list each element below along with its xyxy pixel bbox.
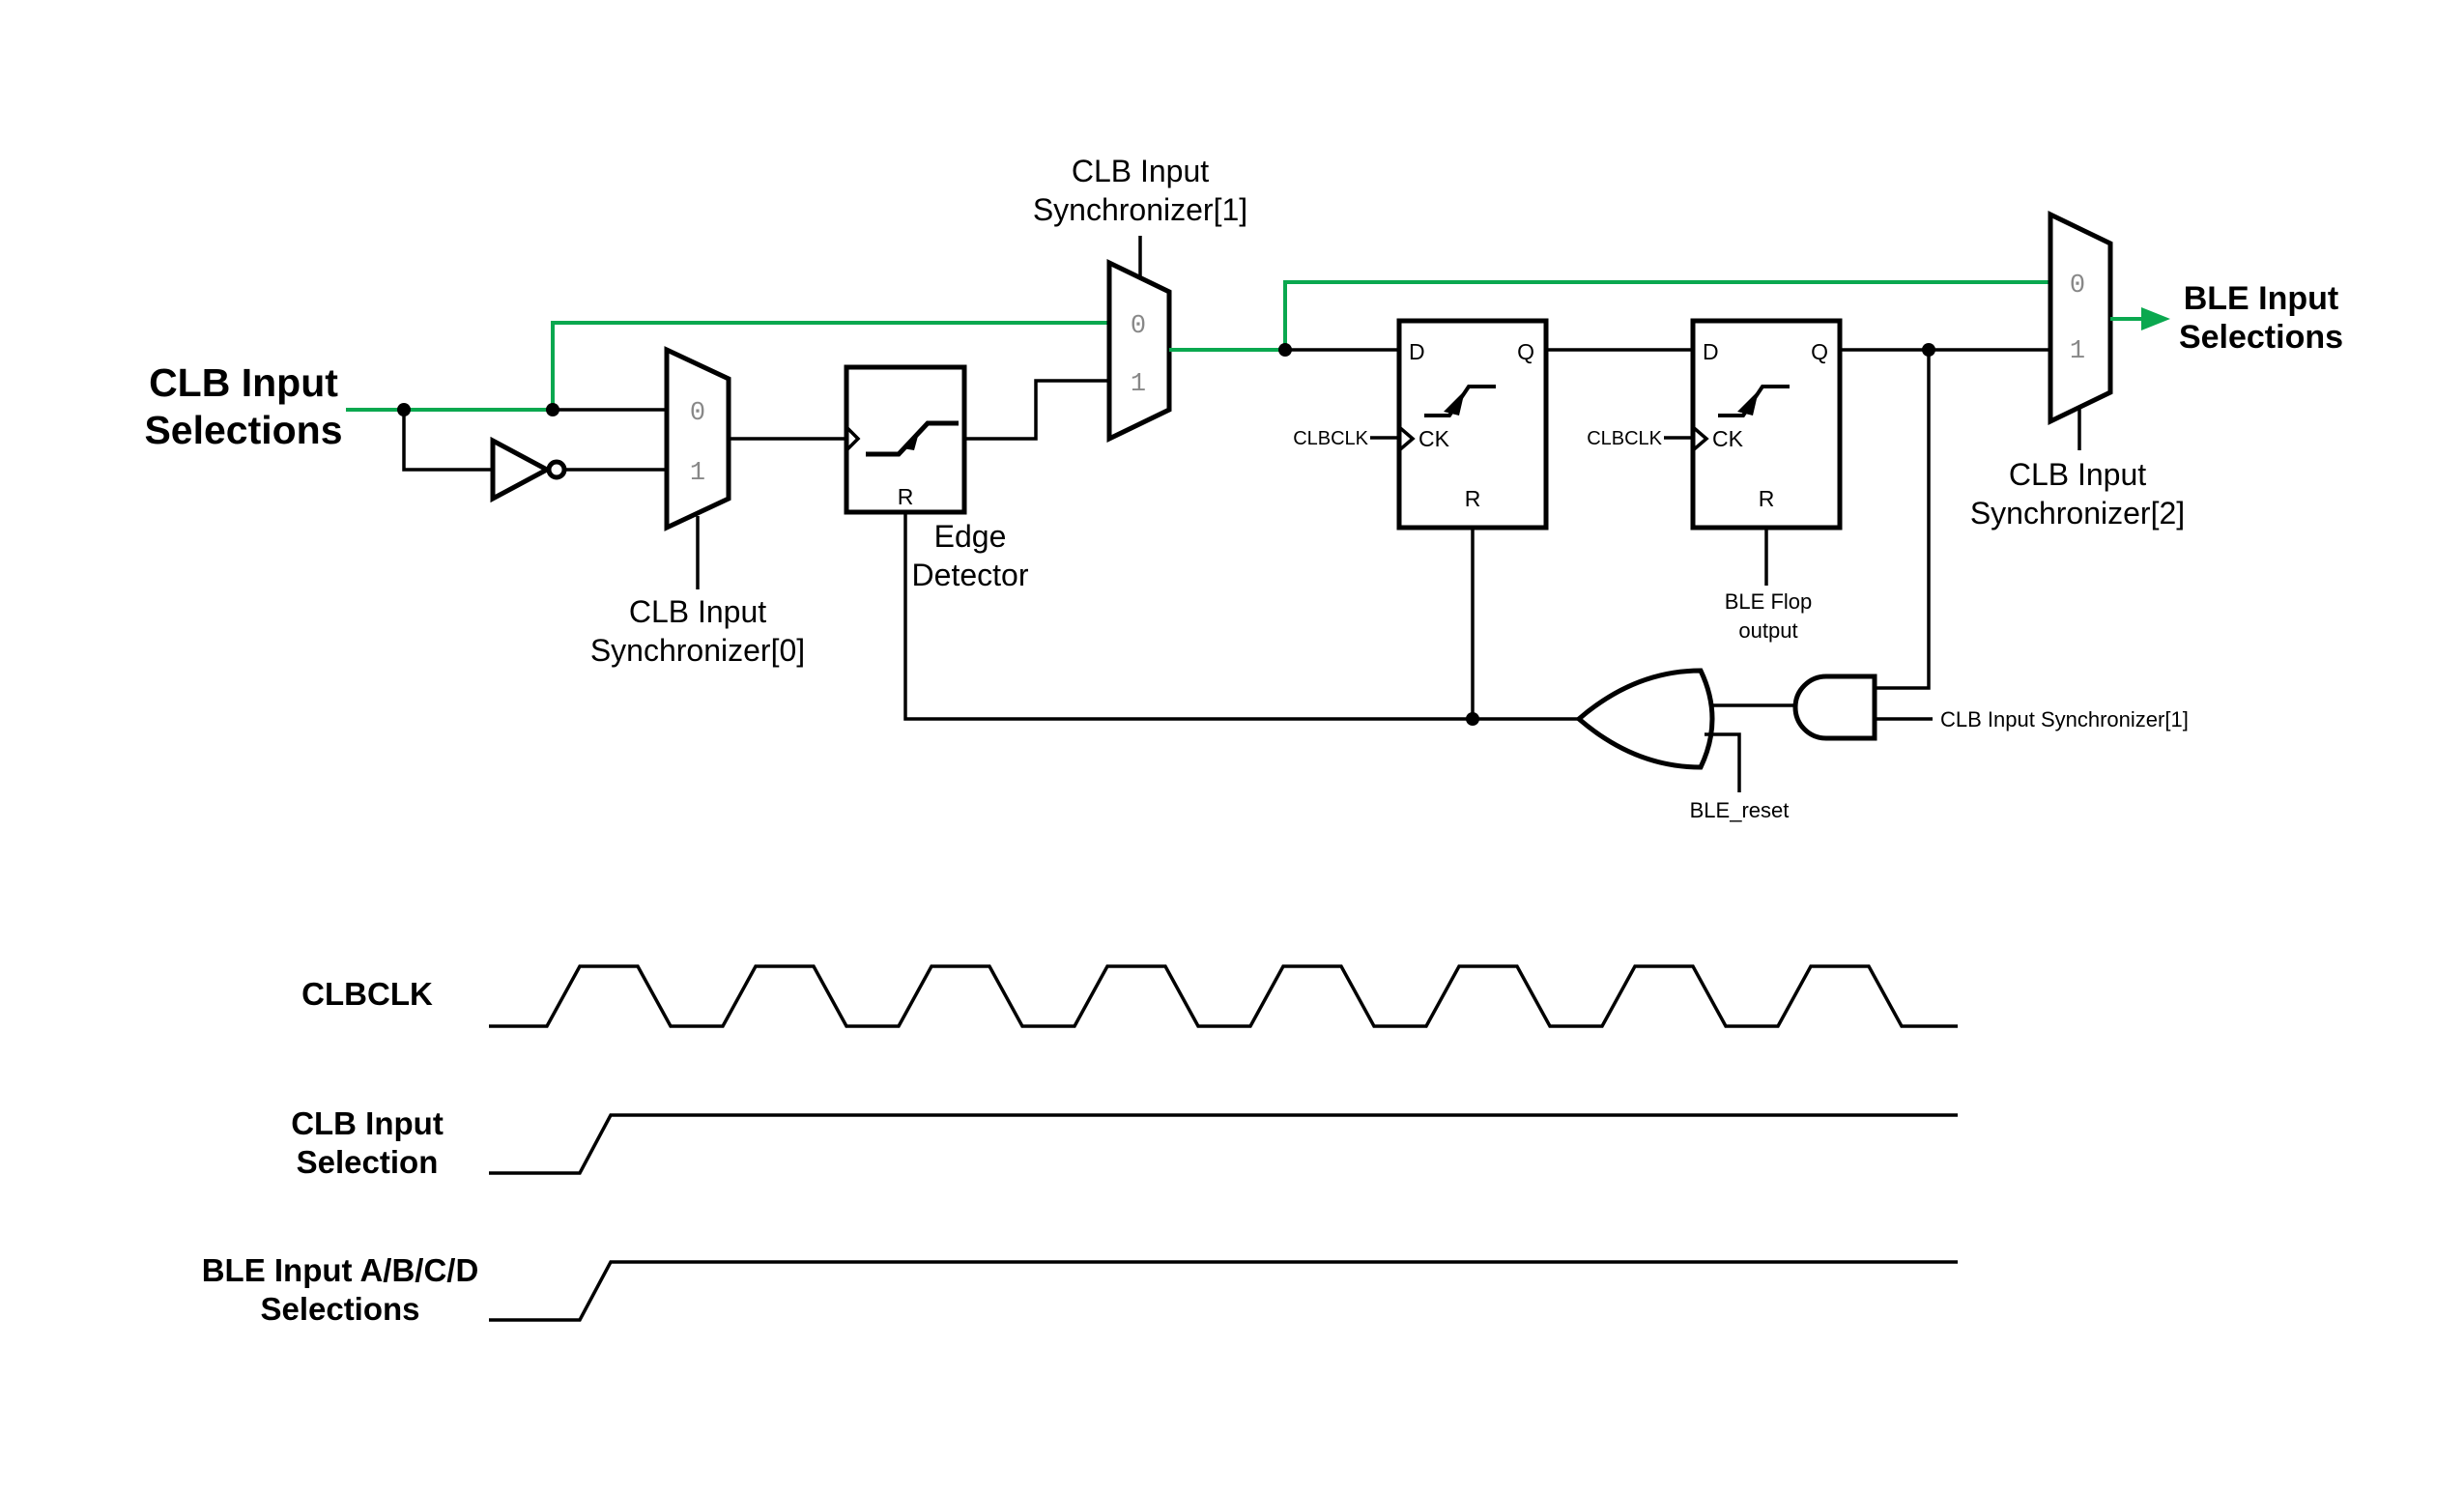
ble-input-selections-label: BLE Input Selections (2179, 280, 2343, 356)
svg-text:Q: Q (1517, 339, 1534, 364)
svg-text:Selections: Selections (260, 1291, 419, 1327)
svg-text:BLE Input: BLE Input (2184, 280, 2339, 317)
mux-sync2: 0 1 (2048, 211, 2113, 425)
junction-dot (1466, 712, 1479, 726)
svg-text:Selections: Selections (144, 408, 342, 452)
svg-text:CLB Input: CLB Input (2009, 457, 2146, 492)
ble-flop-output-label: BLE Flop output (1725, 589, 1813, 643)
svg-text:Synchronizer[1]: Synchronizer[1] (1033, 192, 1247, 227)
edge-detector-label: Edge Detector (912, 519, 1029, 592)
svg-text:Synchronizer[2]: Synchronizer[2] (1970, 496, 2185, 530)
svg-text:0: 0 (2070, 272, 2085, 301)
and-input-label: CLB Input Synchronizer[1] (1940, 707, 2189, 731)
svg-text:1: 1 (690, 459, 705, 488)
svg-text:BLE Input A/B/C/D: BLE Input A/B/C/D (202, 1252, 479, 1288)
sync0-label: CLB Input Synchronizer[0] (590, 594, 805, 668)
flop2-clk-label: CLBCLK (1587, 428, 1662, 449)
svg-text:Q: Q (1811, 339, 1828, 364)
svg-text:BLE Flop: BLE Flop (1725, 589, 1813, 614)
wire (402, 410, 491, 472)
timing-clbclk-label: CLBCLK (301, 976, 433, 1012)
clb-input-selections-label: CLB Input Selections (144, 360, 342, 452)
bypass-wire-green (551, 321, 1109, 410)
svg-text:CK: CK (1712, 426, 1744, 451)
ble-input-waveform (489, 1260, 1958, 1322)
and-gate (1792, 674, 1877, 741)
wire (1705, 732, 1741, 792)
svg-text:Edge: Edge (934, 519, 1007, 554)
svg-text:CK: CK (1418, 426, 1450, 451)
clb-input-waveform (489, 1113, 1958, 1175)
svg-text:Selection: Selection (297, 1144, 439, 1180)
ble-reset-label: BLE_reset (1690, 798, 1790, 822)
edge-detector-block: R (844, 364, 967, 515)
flop-2: D Q CK R (1690, 318, 1843, 530)
svg-text:R: R (898, 484, 914, 509)
mux-sync0: 0 1 (664, 346, 731, 531)
svg-text:CLB Input: CLB Input (291, 1105, 444, 1141)
clbclk-waveform (489, 964, 1958, 1028)
svg-text:CLB Input: CLB Input (629, 594, 766, 629)
svg-text:1: 1 (2070, 337, 2085, 366)
svg-text:D: D (1703, 339, 1719, 364)
mux-sync1: 0 1 (1106, 259, 1172, 443)
output-arrow-icon (2141, 307, 2170, 330)
sync2-label: CLB Input Synchronizer[2] (1970, 457, 2185, 530)
inverter-gate (490, 436, 567, 503)
svg-text:R: R (1759, 486, 1775, 511)
wire (964, 379, 1109, 441)
svg-text:output: output (1738, 618, 1797, 643)
svg-text:0: 0 (1131, 312, 1146, 341)
wire (1875, 350, 1931, 690)
svg-text:Detector: Detector (912, 558, 1029, 592)
flop-1: D Q CK R (1396, 318, 1549, 530)
svg-text:CLB Input: CLB Input (149, 360, 338, 405)
timing-ble-input-label: BLE Input A/B/C/D Selections (202, 1252, 479, 1327)
svg-text:Synchronizer[0]: Synchronizer[0] (590, 633, 805, 668)
flop1-clk-label: CLBCLK (1293, 428, 1368, 449)
svg-text:R: R (1465, 486, 1481, 511)
svg-text:CLB Input: CLB Input (1072, 154, 1209, 188)
svg-text:0: 0 (690, 399, 705, 428)
reset-bus-wire (903, 512, 1579, 721)
bypass2-wire-green (1283, 280, 2050, 350)
svg-text:Selections: Selections (2179, 319, 2343, 356)
or-gate (1575, 668, 1715, 770)
sync1-label: CLB Input Synchronizer[1] (1033, 154, 1247, 227)
svg-text:1: 1 (1131, 370, 1146, 399)
timing-clb-input-label: CLB Input Selection (291, 1105, 444, 1180)
svg-text:D: D (1409, 339, 1425, 364)
